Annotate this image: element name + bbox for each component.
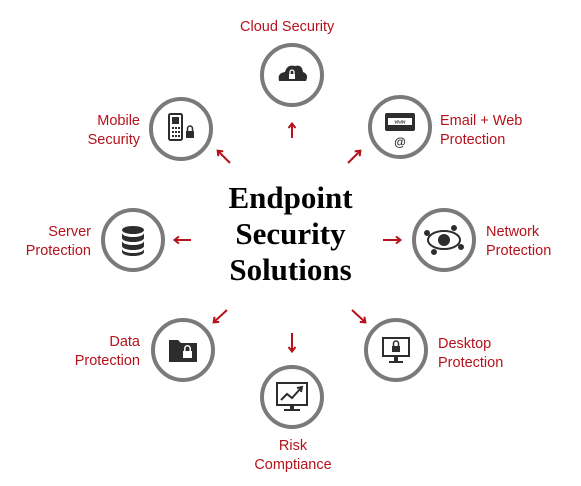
node-email-web-protection: www @ — [368, 95, 432, 159]
node-mobile-security — [149, 97, 213, 161]
label-network-protection: Network Protection — [486, 224, 552, 259]
arrow-email-web-protection — [347, 151, 360, 164]
nodes: www @ — [101, 43, 476, 429]
label-server-protection: Server Protection — [25, 224, 91, 259]
label-risk-compliance: Risk Comptiance — [254, 438, 332, 473]
arrow-data-protection — [214, 309, 228, 322]
svg-text:www: www — [395, 119, 406, 126]
folder-lock-icon — [169, 340, 197, 362]
node-server-protection — [101, 208, 165, 272]
node-data-protection — [151, 318, 215, 382]
label-desktop-protection: Desktop Protection — [438, 336, 504, 371]
node-cloud-security — [260, 43, 324, 107]
database-icon — [122, 226, 144, 256]
center-title: Endpoint Security Solutions — [228, 180, 353, 287]
node-risk-compliance — [260, 365, 324, 429]
node-desktop-protection — [364, 318, 428, 382]
label-email-web-protection: Email + Web Protection — [440, 113, 523, 148]
svg-text:@: @ — [394, 135, 406, 149]
arrow-desktop-protection — [351, 309, 365, 322]
arrow-mobile-security — [218, 151, 231, 164]
cloud-lock-icon — [278, 65, 307, 81]
email-web-icon: www @ — [385, 113, 415, 149]
label-data-protection: Data Protection — [74, 334, 140, 369]
node-network-protection — [412, 208, 476, 272]
network-eye-icon — [424, 225, 464, 255]
label-mobile-security: Mobile Security — [87, 113, 140, 148]
phone-lock-icon — [168, 113, 194, 141]
chart-trend-icon — [276, 382, 308, 411]
arrows — [175, 124, 400, 351]
desktop-lock-icon — [382, 337, 410, 363]
label-cloud-security: Cloud Security — [240, 19, 335, 35]
